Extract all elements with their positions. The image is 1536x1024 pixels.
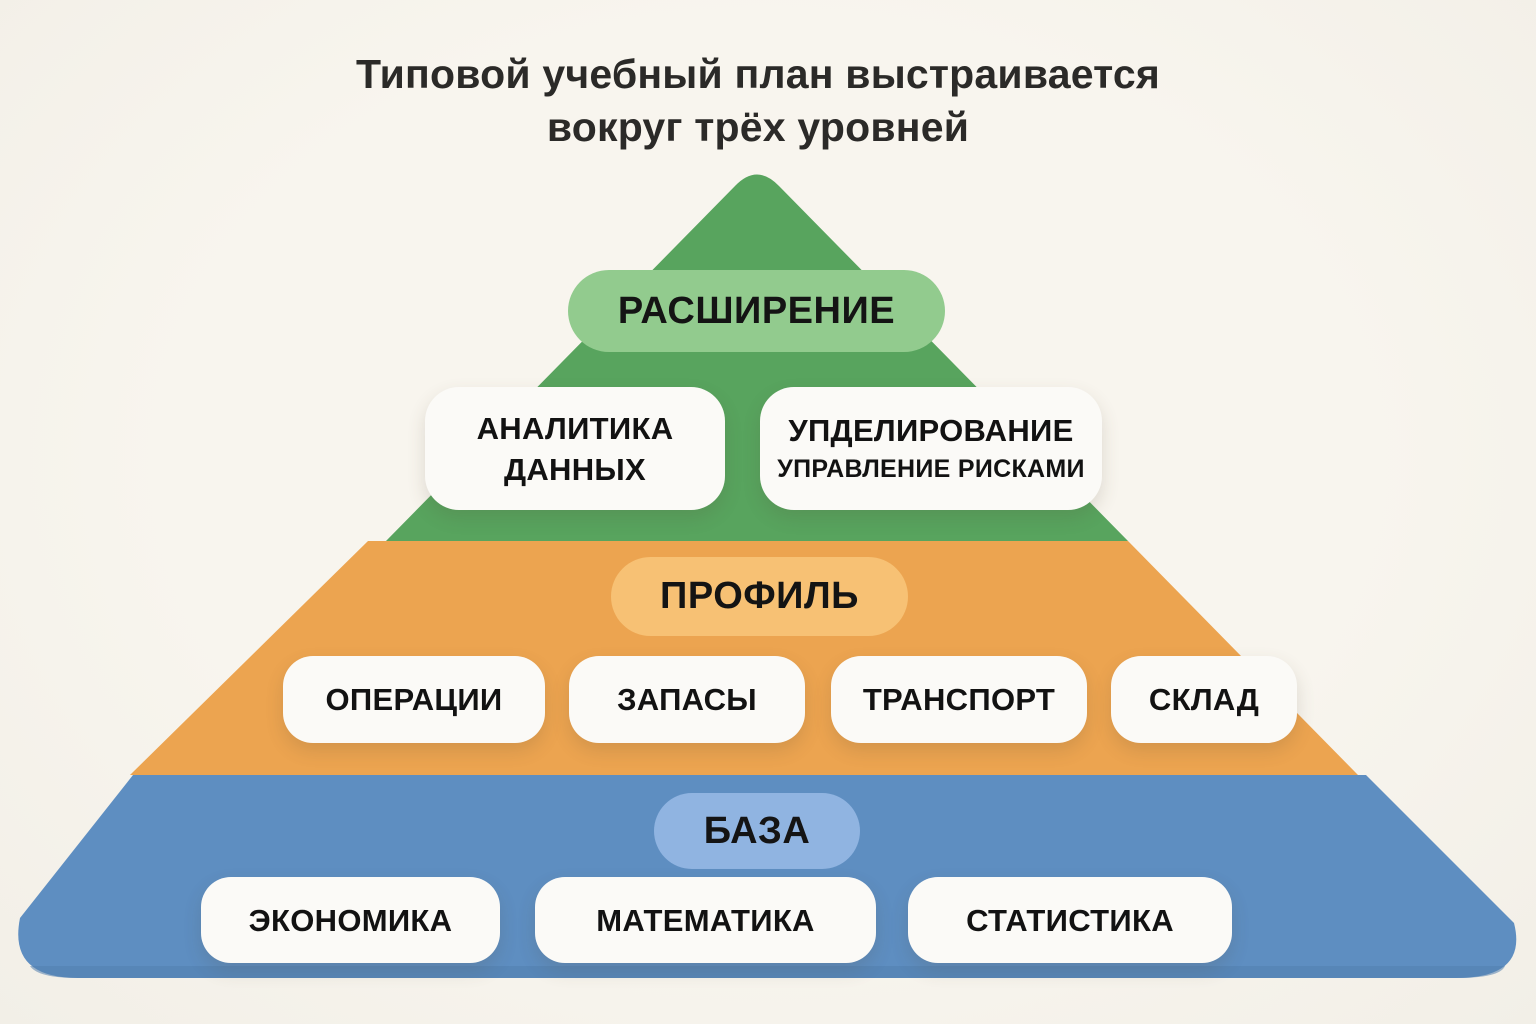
chip-statistics: СТАТИСТИКА xyxy=(908,877,1232,963)
chip-modelirovanie-riski: УПДЕЛИРОВАНИЕ УПРАВЛЕНИЕ РИСКАМИ xyxy=(760,387,1102,510)
chip-text-line: ТРАНСПОРТ xyxy=(862,682,1056,717)
chip-transport: ТРАНСПОРТ xyxy=(831,656,1087,743)
level-label-expansion: РАСШИРЕНИЕ xyxy=(568,270,945,352)
chip-economics: ЭКОНОМИКА xyxy=(201,877,500,963)
chip-text-line: ОПЕРАЦИИ xyxy=(325,682,503,717)
chip-text-line: МАТЕМАТИКА xyxy=(596,902,815,938)
title-line-2: вокруг трёх уровней xyxy=(546,104,970,150)
pyramid-base-bottom-edge xyxy=(30,966,1505,978)
chip-text-line: СКЛАД xyxy=(1148,682,1260,717)
chip-text-line: УПРАВЛЕНИЕ РИСКАМИ xyxy=(777,455,1085,483)
chip-text-line: ЗАПАСЫ xyxy=(617,682,757,717)
chip-stock: ЗАПАСЫ xyxy=(569,656,805,743)
chip-mathematics: МАТЕМАТИКА xyxy=(535,877,876,963)
chip-operations: ОПЕРАЦИИ xyxy=(283,656,545,743)
level-label-base: БАЗА xyxy=(654,793,860,869)
page-title: Типовой учебный план выстраивается вокру… xyxy=(0,48,1516,154)
chip-text-line: УПДЕЛИРОВАНИЕ xyxy=(788,413,1074,448)
chip-warehouse: СКЛАД xyxy=(1111,656,1297,743)
chip-text-line: ДАННЫХ xyxy=(503,451,647,487)
chip-text-line: АНАЛИТИКА xyxy=(476,410,674,446)
chip-analytics-dannyh: АНАЛИТИКА ДАННЫХ xyxy=(425,387,725,510)
title-line-1: Типовой учебный план выстраивается xyxy=(355,51,1161,97)
chip-text-line: СТАТИСТИКА xyxy=(966,902,1174,938)
level-label-profile: ПРОФИЛЬ xyxy=(611,557,908,636)
chip-text-line: ЭКОНОМИКА xyxy=(248,902,453,938)
